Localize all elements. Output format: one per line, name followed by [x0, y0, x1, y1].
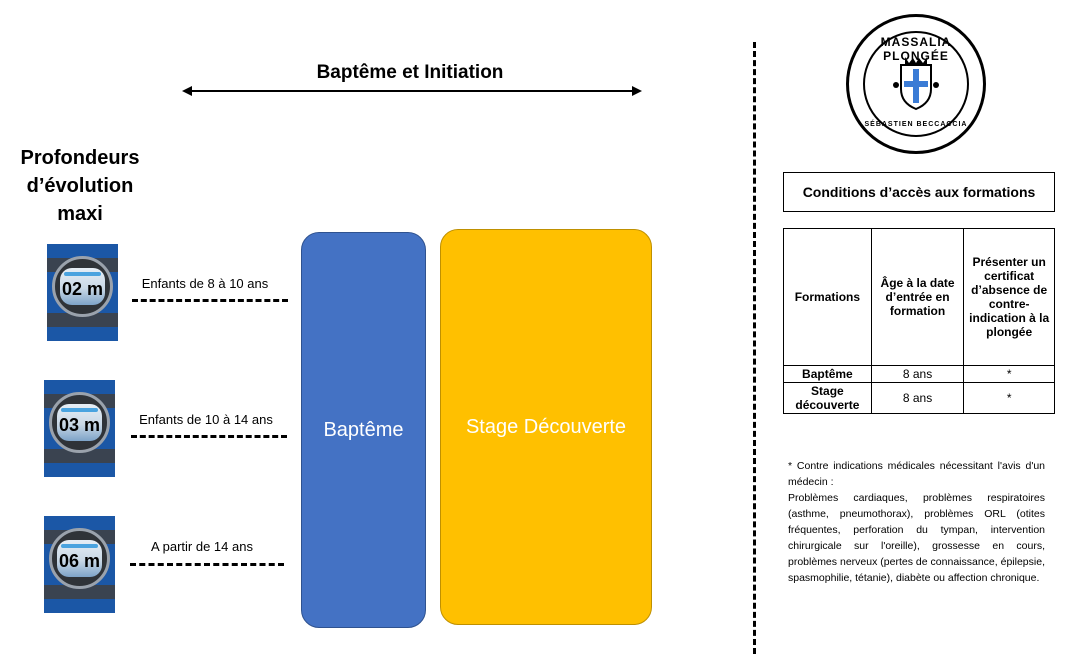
massalia-plongee-logo: MASSALIA PLONGÉE SÉBASTIEN BECCACCIA: [846, 14, 986, 154]
age-label: A partir de 14 ans: [151, 539, 253, 554]
dashed-connector: [131, 435, 287, 438]
vertical-divider: [753, 42, 756, 654]
table-header-cell: Présenter un certificat d’absence de con…: [963, 228, 1055, 366]
table-cell: 8 ans: [870, 365, 965, 383]
logo-top-text: MASSALIA PLONGÉE: [880, 35, 952, 63]
age-label: Enfants de 10 à 14 ans: [139, 412, 273, 427]
table-cell: Baptême: [783, 365, 872, 383]
depth-value: 02 m: [61, 279, 104, 299]
arrow-left-icon: [182, 86, 192, 96]
bapteme-block-label: Baptême: [323, 418, 404, 441]
table-header-row: Formations Âge à la date d’entrée en for…: [783, 228, 1055, 366]
depth-heading: Profondeurs d’évolution maxi: [20, 147, 140, 225]
medical-note-intro: * Contre indications médicales nécessita…: [788, 460, 1045, 488]
medical-note: * Contre indications médicales nécessita…: [788, 458, 1045, 586]
table-cell: *: [963, 365, 1055, 383]
bapteme-block: Baptême: [301, 232, 426, 628]
table-cell: 8 ans: [870, 382, 965, 414]
dive-computer-image: 06 m: [44, 516, 115, 613]
dive-computer-image: 02 m: [47, 244, 118, 341]
crest-icon: [893, 57, 939, 111]
conditions-table: Formations Âge à la date d’entrée en for…: [783, 228, 1055, 414]
conditions-title: Conditions d’accès aux formations: [802, 184, 1036, 200]
dive-computer-image: 03 m: [44, 380, 115, 477]
conditions-title-box: Conditions d’accès aux formations: [783, 172, 1055, 212]
arrow-right-icon: [632, 86, 642, 96]
depth-value: 06 m: [58, 551, 101, 571]
dashed-connector: [130, 563, 284, 566]
logo-bottom-text: SÉBASTIEN BECCACCIA: [864, 121, 968, 128]
diagram-title: Baptême et Initiation: [316, 62, 504, 83]
table-header-cell: Formations: [783, 228, 872, 366]
table-row: Baptême 8 ans *: [783, 365, 1055, 383]
table-cell: *: [963, 382, 1055, 414]
depth-value: 03 m: [58, 415, 101, 435]
double-arrow-line: [186, 90, 638, 92]
stage-decouverte-block: Stage Découverte: [440, 229, 652, 625]
table-header-cell: Âge à la date d’entrée en formation: [870, 228, 965, 366]
dashed-connector: [132, 299, 288, 302]
medical-note-body: Problèmes cardiaques, problèmes respirat…: [788, 492, 1045, 584]
table-cell: Stage découverte: [783, 382, 872, 414]
stage-decouverte-block-label: Stage Découverte: [465, 415, 627, 438]
table-row: Stage découverte 8 ans *: [783, 382, 1055, 414]
age-label: Enfants de 8 à 10 ans: [141, 276, 269, 291]
